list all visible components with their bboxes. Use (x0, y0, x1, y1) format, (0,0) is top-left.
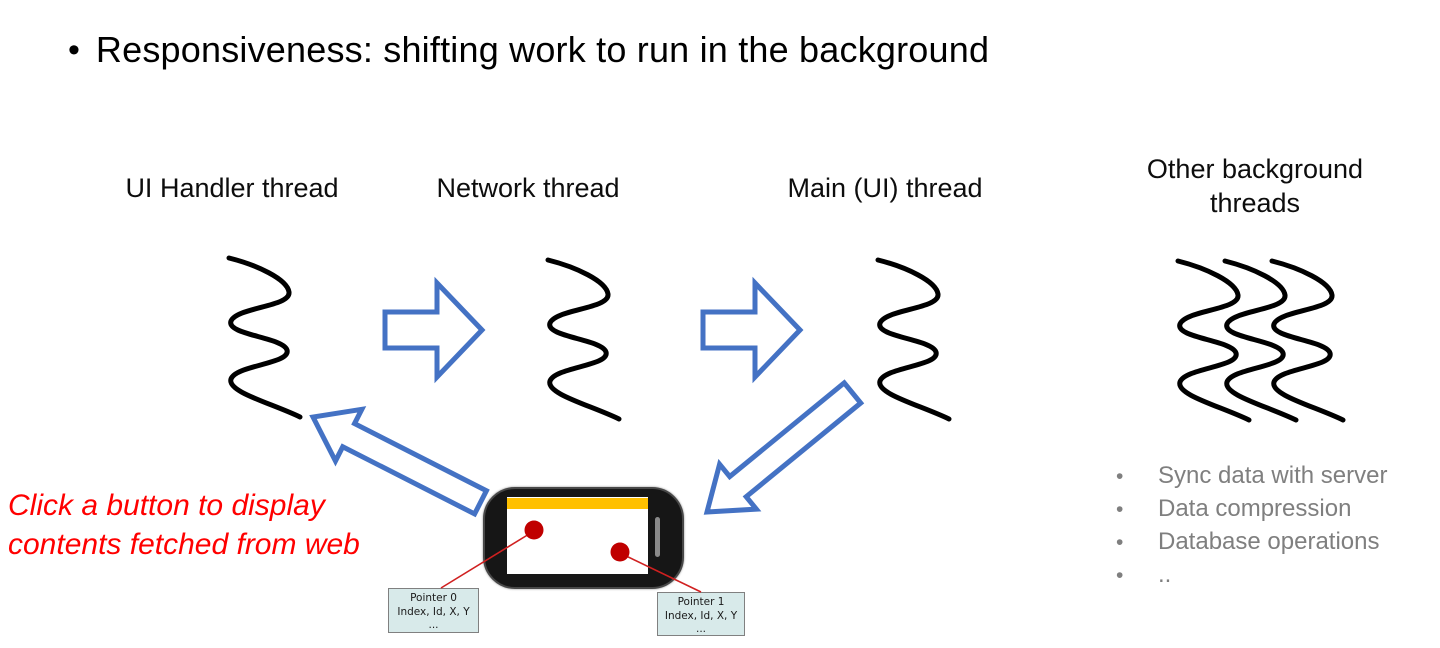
pointer-box-title: Pointer 0 (410, 592, 457, 604)
list-bullet: • (1116, 564, 1124, 587)
thread-squiggle-ui-handler-icon (229, 258, 300, 417)
slide-title-row: • Responsiveness: shifting work to run i… (68, 28, 1268, 72)
thread-squiggle-bg1-icon (1178, 261, 1249, 420)
label-network-thread: Network thread (436, 173, 620, 203)
list-item: • Database operations (1116, 528, 1426, 561)
label-ui-handler-thread: UI Handler thread (125, 173, 339, 203)
label-other-background-threads: Other background threads (1146, 154, 1364, 218)
pointer-box-fields: Index, Id, X, Y (664, 609, 738, 622)
list-item: • .. (1116, 561, 1426, 594)
pointer-box-more: ... (695, 623, 706, 635)
list-item: • Data compression (1116, 495, 1426, 528)
arrow-right-icon-2 (703, 283, 800, 377)
thread-squiggles-background-group (1178, 261, 1343, 420)
task-text: .. (1158, 561, 1172, 588)
thread-squiggle-bg2-icon (1225, 261, 1296, 420)
annotation-note: Click a button to display contents fetch… (8, 489, 360, 561)
arrow-right-icon-1 (385, 283, 482, 377)
list-item: • Sync data with server (1116, 462, 1426, 495)
title-bullet: • (68, 31, 80, 69)
page-title: Responsiveness: shifting work to run in … (95, 29, 990, 70)
pointer-0-box: Pointer 0 Index, Id, X, Y ... (388, 588, 479, 633)
arrow-down-left-icon (689, 370, 871, 534)
pointer-box-title: Pointer 1 (677, 596, 725, 608)
phone-titlebar (507, 498, 648, 509)
pointer-1-box: Pointer 1 Index, Id, X, Y ... (657, 592, 745, 636)
background-task-list: • Sync data with server • Data compressi… (1116, 462, 1426, 594)
thread-squiggle-main-icon (878, 260, 949, 419)
phone-speaker-slit (655, 517, 660, 557)
list-bullet: • (1116, 465, 1124, 488)
phone-screen (507, 497, 648, 574)
list-bullet: • (1116, 498, 1124, 521)
pointer-box-fields: Index, Id, X, Y (397, 605, 470, 618)
thread-squiggle-bg3-icon (1272, 261, 1343, 420)
task-text: Database operations (1158, 528, 1380, 555)
list-bullet: • (1116, 531, 1124, 554)
task-text: Data compression (1158, 495, 1352, 522)
thread-squiggle-network-icon (548, 260, 619, 419)
task-text: Sync data with server (1158, 462, 1388, 489)
pointer-box-more: ... (428, 619, 439, 631)
label-main-ui-thread: Main (UI) thread (787, 173, 983, 203)
